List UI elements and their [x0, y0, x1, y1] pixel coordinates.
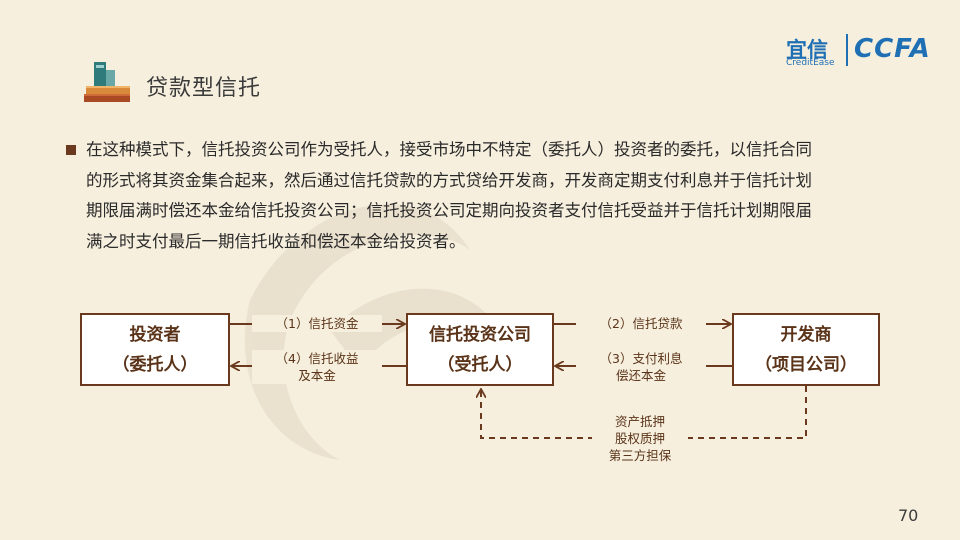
brand-logo: 宜信 CreditEase CCFA — [786, 30, 936, 70]
node-developer-title: 开发商 — [780, 324, 832, 345]
paragraph-line: 满之时支付最后一期信托收益和偿还本金给投资者。 — [86, 231, 466, 251]
flow-label-4-line2: 及本金 — [298, 368, 336, 383]
logo-partner: CCFA — [854, 34, 931, 64]
bullet-square-icon — [66, 145, 76, 155]
collateral-label: 资产抵押 股权质押 第三方担保 — [592, 413, 688, 464]
node-trust-company: 信托投资公司 （受托人） — [406, 313, 554, 386]
logo-brand-en: CreditEase — [786, 58, 835, 68]
collateral-line-3: 第三方担保 — [608, 448, 672, 463]
flow-label-3-line2: 偿还本金 — [615, 368, 666, 383]
flow-label-3: （3）支付利息 偿还本金 — [576, 350, 706, 384]
flow-label-1: （1）信托资金 — [252, 315, 382, 332]
paragraph-line: 的形式将其资金集合起来，然后通过信托贷款的方式贷给开发商，开发商定期支付利息并于… — [86, 170, 812, 190]
paragraph-line: 期限届满时偿还本金给信托投资公司；信托投资公司定期向投资者支付信托受益并于信托计… — [86, 201, 812, 220]
flow-label-2: （2）信托贷款 — [576, 315, 706, 332]
logo-brand: 宜信 — [786, 38, 828, 62]
flow-label-4-line1: （4）信托收益 — [275, 351, 359, 366]
node-trust-title: 信托投资公司 — [429, 324, 531, 345]
flow-label-3-line1: （3）支付利息 — [599, 351, 683, 366]
paragraph-line: 在这种模式下，信托投资公司作为受托人，接受市场中不特定（委托人）投资者的委托，以… — [86, 140, 812, 159]
collateral-line-1: 资产抵押 — [614, 414, 665, 429]
page-number: 70 — [898, 506, 919, 525]
flow-label-4: （4）信托收益 及本金 — [252, 350, 382, 384]
books-icon — [84, 62, 130, 102]
node-investor-role: （委托人） — [112, 354, 198, 375]
body-paragraph: 在这种模式下，信托投资公司作为受托人，接受市场中不特定（委托人）投资者的委托，以… — [86, 135, 894, 257]
node-investor: 投资者 （委托人） — [80, 313, 230, 386]
node-developer-role: （项目公司） — [755, 354, 857, 375]
collateral-line-2: 股权质押 — [614, 431, 665, 446]
node-trust-role: （受托人） — [437, 354, 523, 375]
node-developer: 开发商 （项目公司） — [732, 313, 880, 386]
logo-divider — [846, 34, 848, 66]
page-title: 贷款型信托 — [146, 76, 262, 101]
node-investor-title: 投资者 — [129, 324, 181, 345]
